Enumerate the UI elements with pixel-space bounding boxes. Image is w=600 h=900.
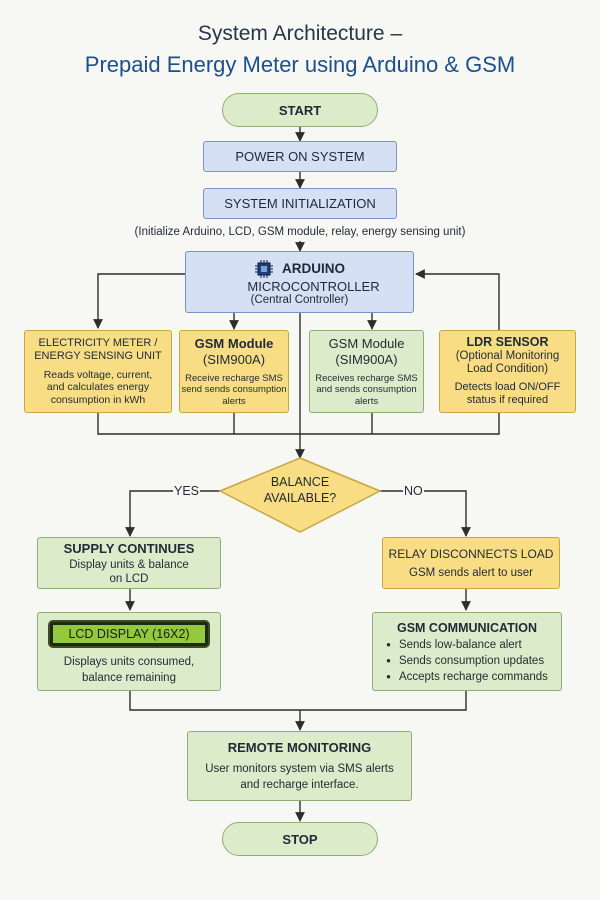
supply-title: SUPPLY CONTINUES [63, 540, 195, 556]
arduino-title-row: ARDUINO [254, 259, 345, 279]
lcd-screen: LCD DISPLAY (16X2) [50, 622, 208, 646]
list-item: Sends low-balance alert [386, 639, 548, 651]
no-label: NO [403, 484, 424, 498]
title-line-1: System Architecture – [197, 22, 403, 45]
list-item: Accepts recharge commands [386, 671, 548, 683]
init-note: (Initialize Arduino, LCD, GSM module, re… [134, 226, 466, 238]
stop-terminal: STOP [222, 822, 378, 856]
gsm-module-left-desc: Receive recharge SMS send sends consumpt… [181, 372, 287, 407]
remote-title: REMOTE MONITORING [227, 739, 372, 755]
gsm-module-left-title: GSM Module (SIM900A) [194, 335, 274, 367]
gsm-comm-title: GSM COMMUNICATION [396, 620, 538, 635]
init-label: SYSTEM INITIALIZATION [224, 196, 376, 211]
list-item: Sends consumption updates [386, 655, 548, 667]
start-label: START [278, 102, 322, 118]
init-box: SYSTEM INITIALIZATION [203, 188, 397, 219]
energy-meter-desc: Reads voltage, current, and calculates e… [43, 368, 153, 406]
decision-text: BALANCE AVAILABLE? [263, 475, 337, 505]
ldr-sensor-box: LDR SENSOR (Optional Monitoring Load Con… [439, 330, 576, 413]
yes-label: YES [173, 484, 201, 498]
arduino-box: ARDUINO MICROCONTROLLER (Central Control… [185, 251, 414, 313]
lcd-desc: Displays units consumed, balance remaini… [63, 656, 195, 684]
stop-label: STOP [282, 831, 318, 847]
gsm-communication-box: GSM COMMUNICATION Sends low-balance aler… [372, 612, 562, 691]
relay-disconnect-box: RELAY DISCONNECTS LOAD GSM sends alert t… [382, 537, 560, 589]
lcd-screen-label: LCD DISPLAY (16X2) [68, 627, 190, 641]
gsm-module-right-box: GSM Module (SIM900A) Receives recharge S… [309, 330, 424, 413]
relay-title: RELAY DISCONNECTS LOAD [388, 547, 554, 561]
microcontroller-chip-icon [254, 259, 274, 279]
arduino-caption: (Central Controller) [250, 293, 349, 306]
gsm-module-left-box: GSM Module (SIM900A) Receive recharge SM… [179, 330, 289, 413]
energy-meter-box: ELECTRICITY METER / ENERGY SENSING UNIT … [24, 330, 172, 413]
arduino-title: ARDUINO [282, 261, 345, 276]
arrow-arduino-to-meter [93, 273, 185, 329]
supply-desc: Display units & balance on LCD [69, 558, 189, 585]
power-on-label: POWER ON SYSTEM [235, 149, 365, 164]
gsm-comm-points: Sends low-balance alert Sends consumptio… [386, 635, 548, 683]
remote-monitoring-box: REMOTE MONITORING User monitors system v… [187, 731, 412, 801]
gsm-module-right-title: GSM Module (SIM900A) [328, 335, 405, 367]
gsm-module-right-desc: Receives recharge SMS and sends consumpt… [315, 372, 418, 407]
ldr-sensor-title: LDR SENSOR (Optional Monitoring Load Con… [455, 335, 560, 376]
power-on-box: POWER ON SYSTEM [203, 141, 397, 172]
arrow-ldr-to-arduino [415, 269, 500, 330]
start-terminal: START [222, 93, 378, 127]
title-line-2: Prepaid Energy Meter using Arduino & GSM [84, 52, 516, 77]
remote-desc: User monitors system via SMS alerts and … [205, 762, 394, 791]
supply-continues-box: SUPPLY CONTINUES Display units & balance… [37, 537, 221, 589]
decision-diamond [218, 457, 382, 533]
lcd-display-box: LCD DISPLAY (16X2) Displays units consum… [37, 612, 221, 691]
relay-desc: GSM sends alert to user [409, 567, 533, 579]
bus-line [97, 413, 500, 435]
ldr-sensor-desc: Detects load ON/OFF status if required [454, 380, 561, 406]
energy-meter-title: ELECTRICITY METER / ENERGY SENSING UNIT [34, 336, 162, 362]
arduino-subtitle: MICROCONTROLLER [247, 278, 380, 294]
merge-line [129, 691, 467, 711]
